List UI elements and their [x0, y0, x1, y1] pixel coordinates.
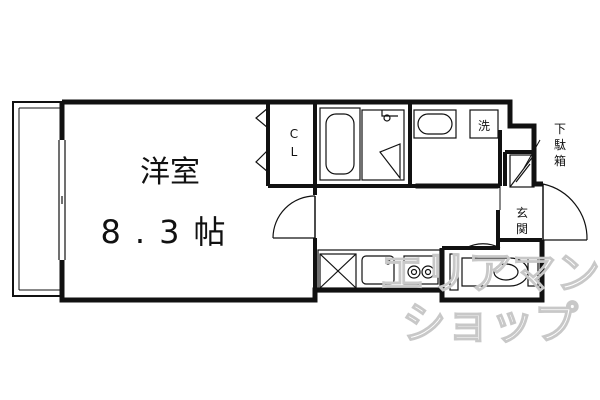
- room-door: [272, 195, 316, 239]
- washer-space: [469, 109, 499, 139]
- kitchen: [317, 249, 441, 293]
- interior-walls: [266, 104, 542, 300]
- shoe-box-label-2: 駄: [554, 137, 566, 152]
- watermark-logo: エリアマン ショップ: [379, 247, 600, 349]
- shoe-box-leader: [523, 139, 541, 169]
- closet-label-c: C: [290, 127, 298, 141]
- balcony-window: [58, 140, 66, 260]
- toilet-door: [465, 243, 501, 249]
- watermark-line-1: エリアマン: [380, 248, 600, 299]
- closet-label-l: L: [291, 145, 298, 159]
- western-room-size: 8.3帖: [101, 213, 240, 251]
- bathroom: [319, 107, 405, 181]
- shoe-box-label-3: 箱: [554, 153, 566, 168]
- shoe-box: [509, 154, 535, 188]
- shoe-box-label-1: 下: [554, 122, 566, 136]
- entrance-door: [542, 183, 588, 241]
- sliding-door: [415, 183, 499, 189]
- entrance-label-2: 関: [516, 222, 528, 236]
- entrance-label-1: 玄: [516, 205, 528, 220]
- closet-doors: [255, 107, 269, 173]
- washer-label: 洗: [478, 119, 490, 133]
- toilet: [449, 253, 539, 291]
- western-room-label: 洋室: [140, 155, 200, 190]
- watermark-line-2: ショップ: [402, 298, 578, 349]
- wash-basin: [413, 109, 457, 139]
- balcony: [12, 101, 64, 297]
